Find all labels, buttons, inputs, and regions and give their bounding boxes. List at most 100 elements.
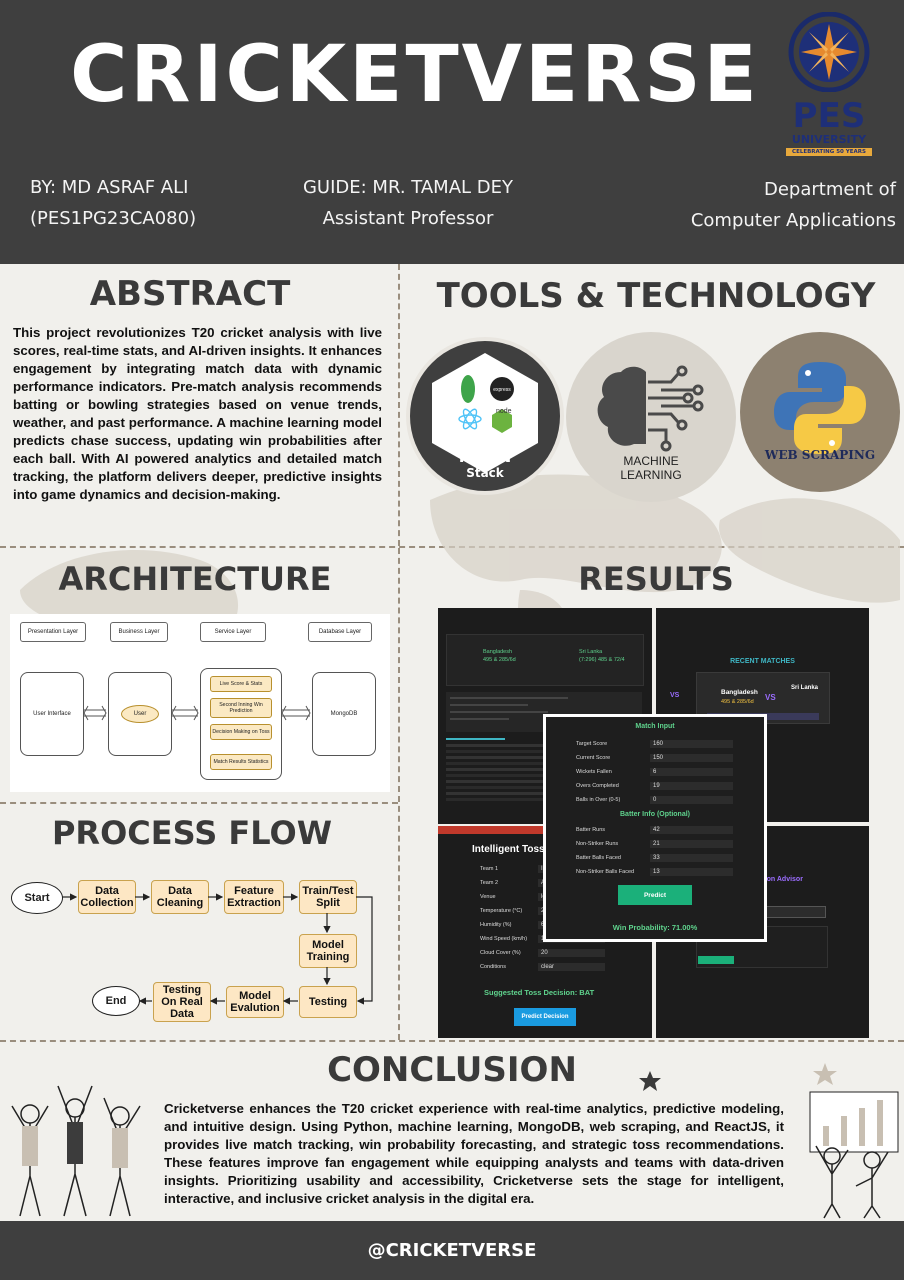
team-a-score: 495 & 285/6d xyxy=(483,657,516,663)
recent-team-a: Bangladesh xyxy=(721,689,758,696)
advisor-heading: Decision Advisor xyxy=(746,876,803,883)
match-input-field-label: Target Score xyxy=(576,741,608,747)
guide-block: GUIDE: MR. TAMAL DEY Assistant Professor xyxy=(270,172,546,234)
react-icon xyxy=(458,408,482,430)
logo-text: PES xyxy=(792,96,866,136)
batter-field-input[interactable]: 33 xyxy=(650,854,733,862)
guide-title: Assistant Professor xyxy=(322,208,494,229)
match-input-field-label: Overs Completed xyxy=(576,783,619,789)
nodejs-icon xyxy=(492,409,512,433)
step-feature-extraction: Feature Extraction xyxy=(224,880,284,914)
mern-label-line1: MERN xyxy=(458,447,512,466)
step-data-cleaning: Data Cleaning xyxy=(151,880,209,914)
batter-field-input[interactable]: 42 xyxy=(650,826,733,834)
header-band xyxy=(0,0,904,264)
toss-decision: Suggested Toss Decision: BAT xyxy=(484,988,595,997)
predict-button[interactable]: Predict xyxy=(618,885,692,905)
star-outline-icon xyxy=(813,1063,837,1085)
batter-info-title: Batter Info (Optional) xyxy=(620,811,690,818)
step-testing: Testing xyxy=(299,986,357,1018)
python-icon xyxy=(774,362,866,454)
mern-label-line2: Stack xyxy=(466,466,504,480)
tools-title: TOOLS & TECHNOLOGY xyxy=(436,276,876,316)
mern-label: MERN Stack xyxy=(410,449,560,481)
toss-field-label: Temperature (°C) xyxy=(480,908,523,914)
people-celebrating-illustration xyxy=(11,1085,141,1217)
batter-field-row: Batter Runs 42 xyxy=(576,825,752,839)
match-input-field-row: Balls in Over (0-5) 0 xyxy=(576,795,752,809)
match-input-field-row: Target Score 160 xyxy=(576,739,752,753)
ml-label-line2: LEARNING xyxy=(620,468,682,482)
user-interface-box: User Interface xyxy=(20,672,84,756)
service-toss-decision: Decision Making on Toss xyxy=(210,724,272,740)
logo-ribbon: CELEBRATING 50 YEARS xyxy=(786,148,872,156)
toss-field-input[interactable]: 20 xyxy=(538,949,605,957)
match-input-field-row: Overs Completed 19 xyxy=(576,781,752,795)
brain-circuit-icon xyxy=(597,365,704,452)
match-input-field-input[interactable]: 160 xyxy=(650,740,733,748)
star-icon xyxy=(639,1071,661,1091)
divider-top xyxy=(398,264,400,546)
step-data-collection: Data Collection xyxy=(78,880,136,914)
ml-circle: MACHINE LEARNING xyxy=(566,332,736,502)
divider-bottom xyxy=(0,1040,904,1042)
mongodb-box: MongoDB xyxy=(312,672,376,756)
recent-matches-heading: RECENT MATCHES xyxy=(730,658,795,665)
layer-presentation: Presentation Layer xyxy=(20,622,86,642)
toss-title: Intelligent Toss xyxy=(472,844,545,855)
department-line2: Computer Applications xyxy=(690,210,896,231)
user-node: User xyxy=(121,705,159,723)
match-header-card: Bangladesh 495 & 285/6d Sri Lanka (7:296… xyxy=(446,634,644,686)
match-input-field-input[interactable]: 150 xyxy=(650,754,733,762)
match-input-field-row: Wickets Fallen 6 xyxy=(576,767,752,781)
footer-band xyxy=(0,1221,904,1280)
match-input-field-label: Balls in Over (0-5) xyxy=(576,797,621,803)
guide-name: GUIDE: MR. TAMAL DEY xyxy=(302,177,514,198)
match-input-field-label: Wickets Fallen xyxy=(576,769,612,775)
author-block: BY: MD ASRAF ALI (PES1PG23CA080) xyxy=(30,172,196,234)
business-box: User xyxy=(108,672,172,756)
footer-handle: @CRICKETVERSE xyxy=(367,1240,537,1261)
team-b-score: (7:296) 485 & 72/4 xyxy=(579,657,625,663)
process-title: PROCESS FLOW xyxy=(51,814,333,852)
toss-field-input[interactable]: clear xyxy=(538,963,605,971)
architecture-arrows xyxy=(83,705,311,721)
svg-text:node: node xyxy=(496,408,512,415)
department-line1: Department of xyxy=(764,179,896,200)
divider-lower xyxy=(398,548,400,1040)
match-input-field-input[interactable]: 0 xyxy=(650,796,733,804)
layer-business: Business Layer xyxy=(110,622,168,642)
toss-field-row: Cloud Cover (%)20 xyxy=(480,948,640,962)
process-end: End xyxy=(92,986,140,1016)
batter-field-input[interactable]: 21 xyxy=(650,840,733,848)
step-model-training: Model Training xyxy=(299,934,357,968)
batter-field-input[interactable]: 13 xyxy=(650,868,733,876)
recent-vs: VS xyxy=(765,693,776,702)
results-title: RESULTS xyxy=(578,560,734,598)
architecture-diagram: Presentation Layer Business Layer Servic… xyxy=(10,614,390,792)
logo-subtext: UNIVERSITY xyxy=(791,133,867,146)
process-arrows xyxy=(62,893,373,1005)
match-input-field-input[interactable]: 19 xyxy=(650,782,733,790)
service-live-score: Live Score & Stats xyxy=(210,676,272,692)
predict-decision-button[interactable]: Predict Decision xyxy=(514,1008,576,1026)
toss-field-label: Venue xyxy=(480,894,496,900)
batter-field-label: Non-Striker Runs xyxy=(576,841,619,847)
divider-arch-process xyxy=(0,802,398,804)
toss-field-label: Team 2 xyxy=(480,880,499,886)
mern-hexagon: express node xyxy=(432,353,538,473)
step-testing-real-data: Testing On Real Data xyxy=(153,982,211,1022)
batter-field-label: Batter Runs xyxy=(576,827,606,833)
abstract-text: This project revolutionizes T20 cricket … xyxy=(13,325,382,502)
svg-text:express: express xyxy=(493,387,511,393)
mern-circle: express node MERN Stack xyxy=(406,337,564,495)
match-input-field-input[interactable]: 6 xyxy=(650,768,733,776)
ml-label: MACHINE LEARNING xyxy=(566,454,736,482)
architecture-title: ARCHITECTURE xyxy=(58,560,332,598)
recent-vs-left: VS xyxy=(670,692,680,699)
